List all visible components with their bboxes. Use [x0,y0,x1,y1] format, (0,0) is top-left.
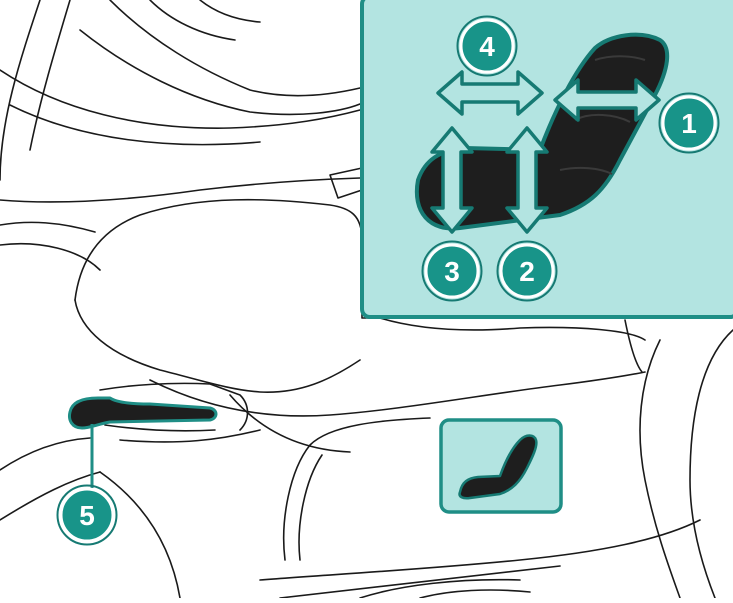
steering-column [110,0,360,96]
door-sill-inner [640,340,680,598]
seat-base-bottom [260,520,700,580]
floor-line [0,438,90,470]
callout-1: 1 [660,94,719,153]
callout-1-label: 1 [681,108,697,139]
steering-wheel-inner [30,0,70,150]
floor-mat [120,430,260,442]
callout-5-label: 5 [79,500,95,531]
seat-side-trim-2 [230,395,350,452]
rail-front-2 [420,590,530,598]
seat-base-2 [299,455,322,560]
seat-base [284,418,430,560]
callout-3-label: 3 [444,256,460,287]
callout-2-label: 2 [519,256,535,287]
floor-line-3 [100,472,180,598]
console-lip [330,168,362,198]
callout-2: 2 [498,242,557,301]
callout-3: 3 [423,242,482,301]
seat-base-bottom-2 [280,566,560,598]
seat-cushion-front [75,300,360,392]
seat-cushion-rear [0,222,95,232]
lumbar-lever [70,398,217,428]
callout-5: 5 [58,486,117,545]
steering-column-lower [80,30,360,114]
wheel-spoke [150,0,235,40]
door-sill [690,330,733,598]
door-sill-line [625,320,642,372]
lever-housing-2 [105,425,215,431]
callout-4-label: 4 [479,31,495,62]
wheel-spoke-2 [200,0,260,22]
seat-switch-location-highlight [441,420,561,512]
seat-side-trim [150,372,645,416]
dash-ledge [0,70,360,128]
seat-cushion-side [0,244,100,270]
seat-switch-inset-panel: 4 1 3 2 [362,0,733,317]
rail-front [360,580,520,598]
center-console [0,178,360,202]
dash-ledge-2 [10,105,260,145]
callout-4: 4 [458,17,517,76]
